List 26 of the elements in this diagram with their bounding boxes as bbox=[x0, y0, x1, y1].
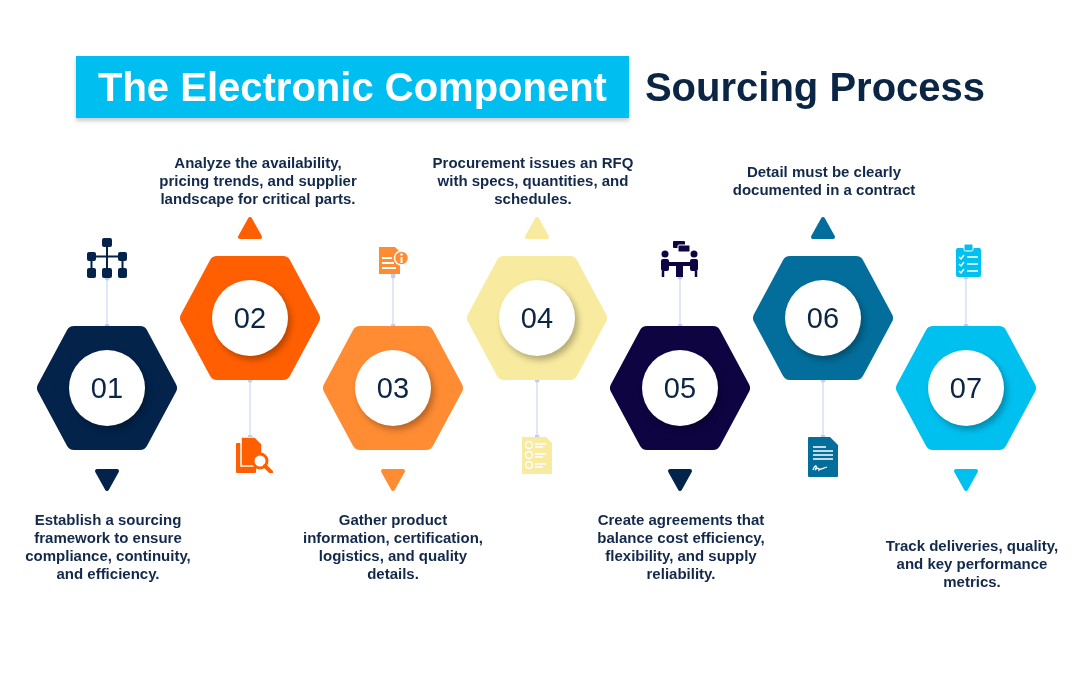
clipboard-checklist-icon bbox=[956, 244, 981, 277]
document-info-icon bbox=[378, 245, 409, 276]
signed-document-icon bbox=[808, 437, 838, 477]
hexagon-step bbox=[323, 326, 463, 450]
step-description: Procurement issues an RFQ with specs, quantities, and schedules. bbox=[431, 154, 635, 208]
leader-line bbox=[390, 273, 396, 329]
leader-line bbox=[104, 275, 110, 329]
step-description: Gather product information, certification, logistics, and quality details. bbox=[302, 511, 484, 583]
hexagon-step bbox=[467, 256, 607, 380]
leader-line bbox=[677, 274, 683, 329]
hexagon-step bbox=[610, 326, 750, 450]
step-description: Track deliveries, quality, and key performance metrics. bbox=[884, 537, 1060, 591]
meeting-icon bbox=[661, 241, 698, 277]
step-description: Create agreements that balance cost efficiency, flexibility, and supply reliability. bbox=[596, 511, 766, 583]
step-description: Analyze the availability, pricing trends, and supplier landscape for critical parts. bbox=[158, 154, 358, 208]
hexagon-step bbox=[37, 326, 177, 450]
hexagon-step bbox=[180, 256, 320, 380]
document-search-icon bbox=[236, 437, 273, 473]
step-description: Establish a sourcing framework to ensure compliance, continuity, and efficiency. bbox=[24, 511, 192, 583]
checklist-document-icon bbox=[522, 437, 552, 474]
title-banner: The Electronic Component bbox=[76, 56, 629, 118]
hierarchy-icon bbox=[87, 238, 127, 278]
step-description: Detail must be clearly documented in a contract bbox=[731, 163, 917, 199]
title-text: Sourcing Process bbox=[644, 64, 986, 111]
hexagon-step bbox=[896, 326, 1036, 450]
hexagon-step bbox=[753, 256, 893, 380]
